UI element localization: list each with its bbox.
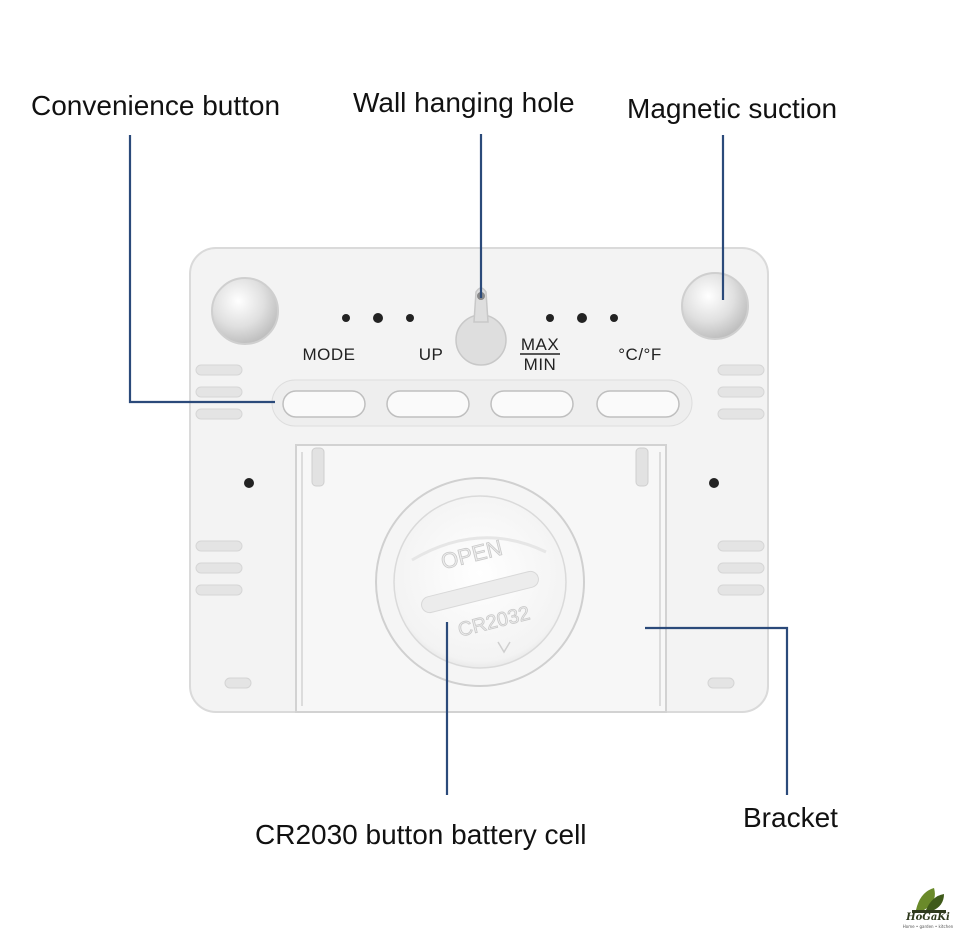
callout-bracket: Bracket: [743, 802, 838, 833]
callout-convenience-button: Convenience button: [31, 90, 281, 121]
max-min-button[interactable]: [490, 390, 574, 418]
logo-name: HoGaKi: [906, 912, 950, 923]
battery-cover: OPEN CR2032: [375, 477, 585, 687]
label-unit: °C/°F: [618, 345, 661, 364]
leader-bracket: [645, 626, 789, 795]
indicator-dots: [244, 313, 719, 488]
label-up: UP: [419, 345, 444, 364]
logo-tagline: Home • garden • kitchen: [902, 924, 954, 929]
leader-convenience: [128, 135, 275, 404]
magnet-right: [681, 272, 749, 340]
leaf-icon: [912, 888, 946, 913]
callout-magnetic-suction: Magnetic suction: [627, 93, 838, 124]
mode-button[interactable]: [282, 390, 366, 418]
up-button[interactable]: [386, 390, 470, 418]
vents-right: [717, 364, 765, 596]
callout-battery-cell: CR2030 button battery cell: [255, 819, 587, 850]
vents-left: [195, 364, 243, 596]
label-mode: MODE: [303, 345, 356, 364]
magnet-left: [211, 277, 279, 345]
label-min: MIN: [524, 355, 557, 374]
label-max: MAX: [521, 335, 559, 354]
callout-wall-hanging-hole: Wall hanging hole: [353, 87, 575, 118]
unit-toggle-button[interactable]: [596, 390, 680, 418]
brand-logo: HoGaKi Home • garden • kitchen: [898, 884, 958, 932]
wall-hanging-hole: [455, 287, 507, 366]
